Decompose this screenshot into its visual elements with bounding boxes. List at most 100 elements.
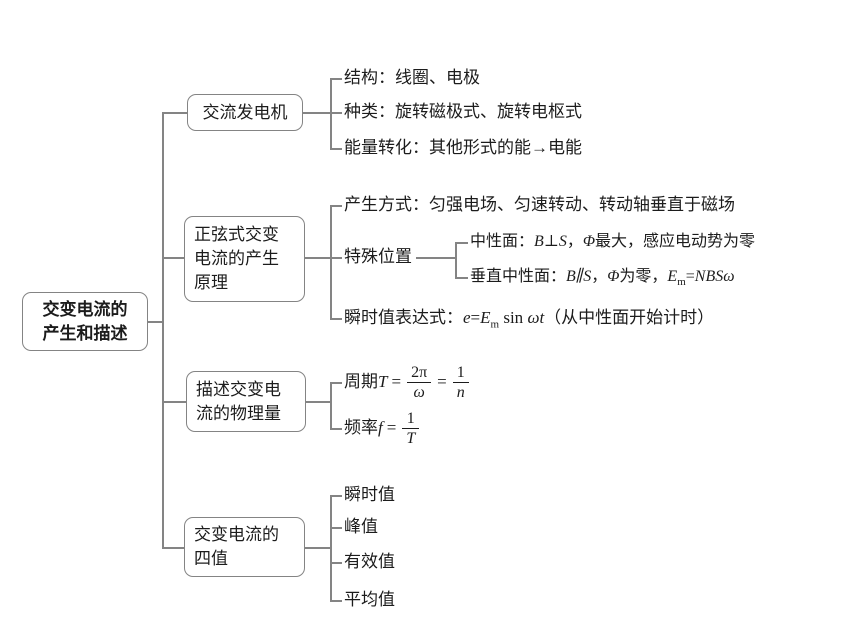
branch1-tick-line [162, 112, 187, 114]
special-bracket-line [455, 242, 457, 278]
physical-quantities-label-line2: 流的物理量 [196, 403, 281, 423]
leaf-production-method: 产生方式：匀强电场、匀速转动、转动轴垂直于磁场 [344, 195, 735, 214]
frequency-equals: = [386, 418, 397, 437]
spine-line [162, 112, 164, 548]
frequency-var-f: f [378, 418, 383, 437]
neutral-rest: 最大，感应电动势为零 [595, 233, 756, 250]
vertical-var-S: S [583, 268, 592, 285]
node-sine-principle: 正弦式交变 电流的产生 原理 [184, 216, 305, 302]
frequency-frac-numerator: 1 [402, 409, 420, 429]
node-ac-generator: 交流发电机 [187, 94, 303, 131]
neutral-var-B: B [534, 233, 544, 250]
neutral-var-phi: Φ [582, 233, 596, 250]
period-frac2-denominator: n [456, 383, 465, 401]
instant-var-wt: ωt [527, 308, 545, 327]
period-equals1: = [391, 372, 402, 391]
sine-principle-label-line2: 电流的产生 [194, 249, 279, 268]
leaf-generator-types: 种类：旋转磁极式、旋转电枢式 [344, 102, 582, 121]
vertical-var-E: E [667, 268, 678, 285]
physical-quantities-label-line1: 描述交变电 [196, 379, 281, 399]
leaf-generator-structure: 结构：线圈、电极 [344, 68, 480, 87]
leaf-special-positions-label: 特殊位置 [344, 247, 412, 266]
vertical-rest: 为零， [619, 268, 668, 285]
values-tick4-line [330, 600, 342, 602]
branch2-tick-line [162, 257, 184, 259]
node-four-values: 交变电流的 四值 [184, 517, 305, 577]
vertical-var-phi: Φ [607, 268, 620, 285]
node-physical-quantities: 描述交变电 流的物理量 [186, 371, 306, 432]
sine-principle-label-line3: 原理 [194, 273, 228, 292]
instant-sin: sin [503, 308, 524, 327]
period-frac2-numerator: 1 [452, 363, 469, 383]
instant-var-E: E [480, 308, 491, 327]
instant-equals: = [470, 308, 481, 327]
root-label-line1: 交变电流的 [42, 299, 128, 319]
period-text: 周期 [344, 372, 378, 391]
leaf-generator-energy: 能量转化：其他形式的能→电能 [344, 138, 582, 157]
leaf-vertical-neutral-plane: 垂直中性面：B∥S，Φ为零，Em=NBSω [470, 267, 735, 289]
values-connector-line [305, 547, 330, 549]
values-tick3-line [330, 562, 342, 564]
leaf-instant-value: 瞬时值 [344, 485, 395, 504]
vertical-equals: = [685, 268, 695, 285]
generator-bracket-line [330, 78, 332, 149]
period-equals2: = [437, 372, 447, 391]
neutral-comma: ， [566, 233, 583, 250]
period-frac1-denominator: ω [413, 383, 425, 401]
vertical-var-B: B [566, 268, 576, 285]
principle-tick1-line [330, 205, 342, 207]
generator-tick2-line [330, 112, 342, 114]
vertical-text: 垂直中性面： [470, 268, 567, 285]
ac-generator-label: 交流发电机 [202, 102, 288, 122]
instant-text: 瞬时值表达式： [344, 308, 463, 327]
period-var-T: T [378, 372, 388, 391]
special-tick2-line [455, 277, 468, 279]
generator-tick1-line [330, 78, 342, 80]
values-bracket-line [330, 495, 332, 601]
branch3-tick-line [162, 401, 186, 403]
root-node: 交变电流的 产生和描述 [22, 292, 148, 351]
instant-note: （从中性面开始计时） [544, 308, 715, 327]
quantities-tick2-line [330, 428, 342, 430]
quantities-connector-line [306, 401, 330, 403]
neutral-text: 中性面： [470, 233, 535, 250]
quantities-tick1-line [330, 382, 342, 384]
four-values-label-line1: 交变电流的 [194, 525, 279, 544]
leaf-effective-value: 有效值 [344, 552, 395, 571]
values-tick2-line [330, 527, 342, 529]
branch4-tick-line [162, 547, 184, 549]
generator-connector-line [303, 112, 330, 114]
special-tick1-line [455, 242, 468, 244]
frequency-frac-denominator: T [406, 429, 416, 447]
instant-sub-m: m [490, 318, 500, 331]
period-frac1-numerator: 2π [407, 363, 432, 383]
values-tick1-line [330, 495, 342, 497]
leaf-instant-expression: 瞬时值表达式：e=Em sin ωt（从中性面开始计时） [344, 308, 715, 331]
leaf-peak-value: 峰值 [344, 517, 378, 536]
principle-connector-line [305, 257, 330, 259]
leaf-neutral-plane: 中性面：B⊥S，Φ最大，感应电动势为零 [470, 232, 755, 252]
sine-principle-label-line1: 正弦式交变 [194, 225, 279, 244]
four-values-label-line2: 四值 [194, 549, 228, 568]
leaf-average-value: 平均值 [344, 590, 395, 609]
quantities-bracket-line [330, 382, 332, 429]
vertical-comma: ， [591, 268, 608, 285]
vertical-var-NBSw: NBSω [694, 268, 735, 285]
frequency-text: 频率 [344, 418, 378, 437]
principle-tick2-line [330, 257, 342, 259]
root-label-line2: 产生和描述 [42, 323, 128, 343]
neutral-var-S: S [558, 233, 567, 250]
principle-bracket-line [330, 205, 332, 319]
principle-tick3-line [330, 318, 342, 320]
vertical-sub-m: m [677, 276, 686, 289]
root-connector-line [148, 321, 162, 323]
generator-tick3-line [330, 148, 342, 150]
special-connector-line [416, 257, 456, 259]
perpendicular-symbol: ⊥ [543, 233, 559, 250]
instant-var-e: e [463, 308, 471, 327]
